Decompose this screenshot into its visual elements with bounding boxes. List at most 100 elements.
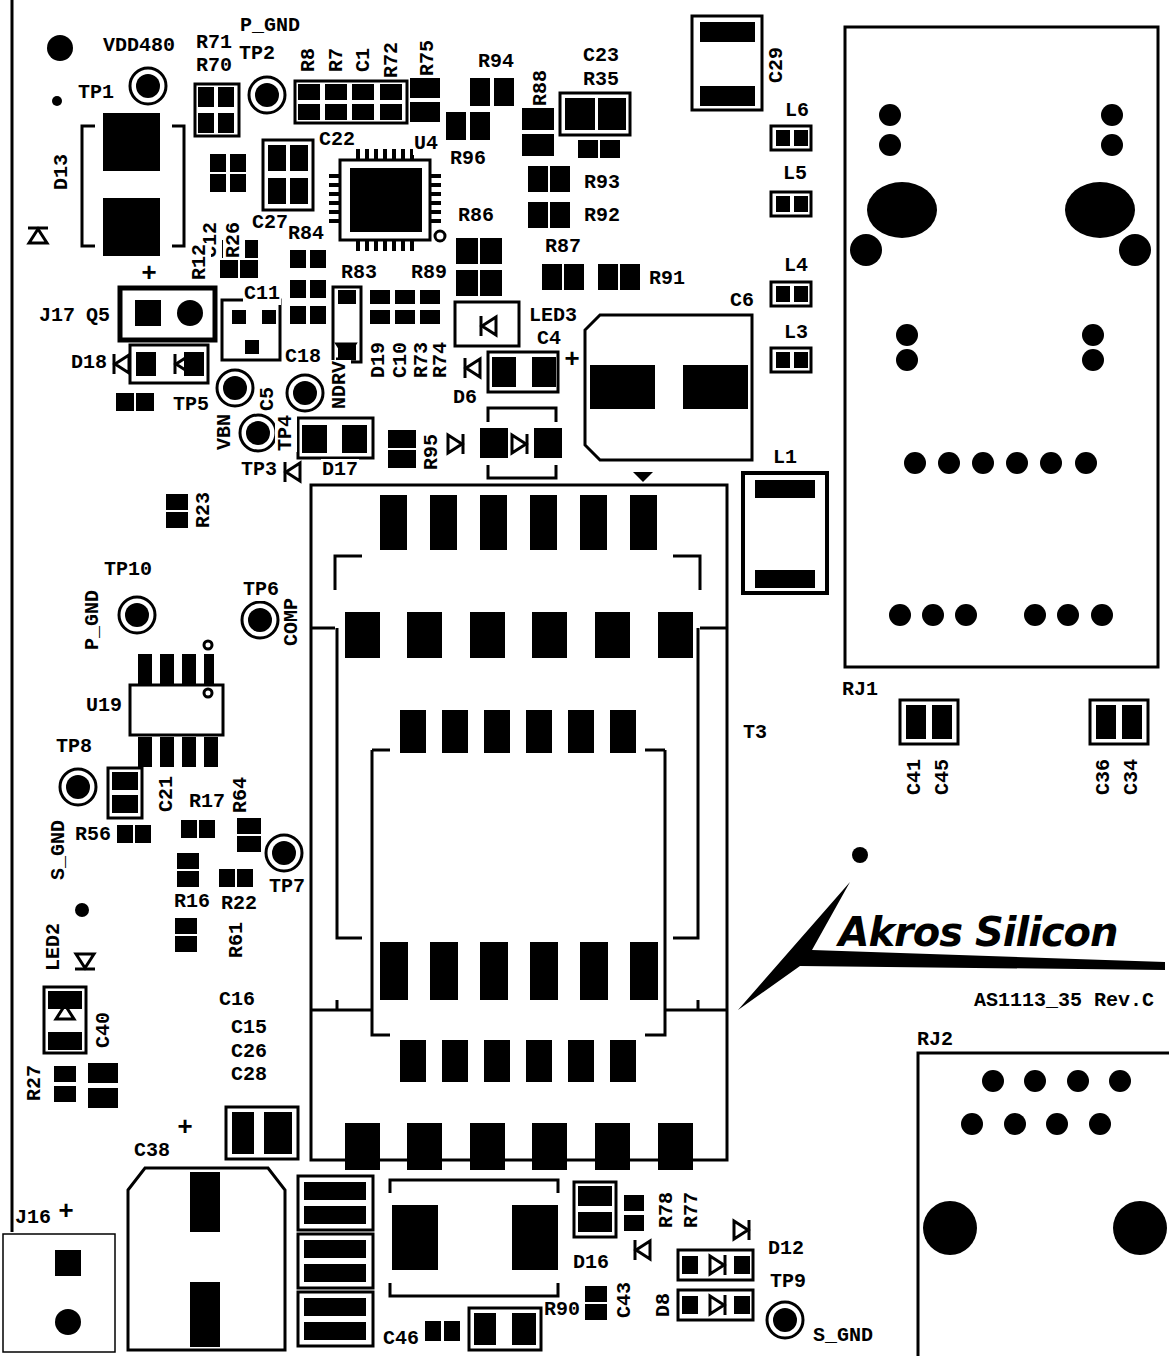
- silkscreen-label: C34: [1121, 758, 1143, 796]
- silkscreen-label: R84: [287, 223, 325, 245]
- silkscreen-label: C10: [390, 341, 412, 379]
- logo-text: Akros Silicon: [837, 910, 1118, 954]
- silkscreen-label: L6: [784, 100, 810, 122]
- silkscreen-label: L1: [772, 447, 798, 469]
- silkscreen-label: C22: [318, 129, 356, 151]
- silkscreen-label: TP7: [268, 876, 306, 898]
- silkscreen-label: R90: [543, 1299, 581, 1321]
- silkscreen-label: R77: [681, 1191, 703, 1229]
- silkscreen-label: TP9: [769, 1271, 807, 1293]
- silkscreen-label: R71: [195, 32, 233, 54]
- silkscreen-label: C6: [729, 290, 755, 312]
- silkscreen-label: TP3: [240, 459, 278, 481]
- silkscreen-label: C23: [582, 45, 620, 67]
- silkscreen-label: +: [140, 263, 158, 285]
- silkscreen-label: R35: [582, 69, 620, 91]
- silkscreen-label: C5: [257, 386, 279, 412]
- silkscreen-label: P_GND: [239, 15, 301, 37]
- silkscreen-label: C16: [218, 989, 256, 1011]
- silkscreen-label: J17: [38, 305, 76, 327]
- silkscreen-label: R26: [223, 221, 245, 259]
- silkscreen-label: D17: [321, 459, 359, 481]
- silkscreen-label: COMP: [281, 597, 303, 647]
- silkscreen-label: C11: [243, 283, 281, 305]
- silkscreen-label: VDD480: [102, 35, 176, 57]
- silkscreen-label: J16: [14, 1207, 52, 1229]
- silkscreen-label: C27: [251, 212, 289, 234]
- silkscreen-label: TP1: [77, 82, 115, 104]
- silkscreen-label: Q5: [85, 305, 111, 327]
- silkscreen-label: R74: [430, 341, 452, 379]
- silkscreen-label: U4: [413, 133, 439, 155]
- silkscreen-label: C40: [93, 1011, 115, 1049]
- silkscreen-label: T3: [742, 722, 768, 744]
- silkscreen-label: R56: [74, 824, 112, 846]
- silkscreen-label: C21: [156, 775, 178, 813]
- silkscreen-label: R83: [340, 262, 378, 284]
- silkscreen-label: R95: [421, 433, 443, 471]
- silkscreen-label: C28: [230, 1064, 268, 1086]
- silkscreen-label: R70: [195, 55, 233, 77]
- silkscreen-label: TP2: [238, 43, 276, 65]
- silkscreen-label: D18: [70, 352, 108, 374]
- silkscreen-label: R17: [188, 791, 226, 813]
- silkscreen-label: P_GND: [82, 589, 104, 651]
- silkscreen-label: R78: [656, 1191, 678, 1229]
- silkscreen-label: C4: [536, 328, 562, 350]
- silkscreen-label: R64: [230, 776, 252, 814]
- silkscreen-label: D19: [368, 341, 390, 379]
- silkscreen-label: R93: [583, 172, 621, 194]
- silkscreen-label: D12: [767, 1238, 805, 1260]
- silkscreen-label: D8: [653, 1292, 675, 1318]
- silkscreen-label: D6: [452, 387, 478, 409]
- silkscreen-label: C36: [1093, 758, 1115, 796]
- silkscreen-label: C1: [353, 47, 375, 73]
- silkscreen-label: RJ2: [916, 1029, 954, 1051]
- silkscreen-label: R89: [410, 262, 448, 284]
- silkscreen-label: AS1113_35 Rev.C: [973, 990, 1155, 1012]
- silkscreen-label: R86: [457, 205, 495, 227]
- silkscreen-label: +: [563, 349, 581, 371]
- silkscreen-label: L5: [782, 163, 808, 185]
- silkscreen-label: R22: [220, 893, 258, 915]
- silkscreen-label: C38: [133, 1140, 171, 1162]
- silkscreen-label: R8: [298, 47, 320, 73]
- silkscreen-label: TP4: [275, 414, 297, 452]
- silkscreen-label: +: [176, 1117, 194, 1139]
- silkscreen-label: NDRV: [329, 360, 351, 410]
- silkscreen-label: C45: [932, 758, 954, 796]
- silkscreen-label: R88: [530, 69, 552, 107]
- silkscreen-label: LED3: [528, 305, 578, 327]
- silkscreen-label: C43: [614, 1281, 636, 1319]
- silkscreen-label: R72: [381, 41, 403, 79]
- silkscreen-label: LED2: [43, 922, 65, 972]
- silkscreen-label: RJ1: [841, 679, 879, 701]
- silkscreen-label: R7: [326, 47, 348, 73]
- silkscreen-label: R61: [226, 921, 248, 959]
- silkscreen-label: S_GND: [812, 1325, 874, 1347]
- silkscreen-label: D16: [572, 1252, 610, 1274]
- silkscreen-label: R92: [583, 205, 621, 227]
- silkscreen-label: +: [57, 1201, 75, 1223]
- silkscreen-label: R96: [449, 148, 487, 170]
- silkscreen-label: C29: [766, 46, 788, 84]
- silkscreen-label: R16: [173, 891, 211, 913]
- silkscreen-label: L3: [783, 322, 809, 344]
- silkscreen-label: TP5: [172, 394, 210, 416]
- silkscreen-label: R12: [189, 243, 211, 281]
- silkscreen-label: D13: [51, 153, 73, 191]
- silkscreen-label: C15: [230, 1017, 268, 1039]
- silkscreen-label: C41: [904, 758, 926, 796]
- silkscreen-label: R27: [24, 1064, 46, 1102]
- silkscreen-label: TP8: [55, 736, 93, 758]
- silkscreen-label: C26: [230, 1041, 268, 1063]
- silkscreen-label: R91: [648, 268, 686, 290]
- silkscreen-label: U19: [85, 695, 123, 717]
- silkscreen-label: S_GND: [48, 819, 70, 881]
- silkscreen-label: R87: [544, 236, 582, 258]
- silkscreen-label: R75: [417, 39, 439, 77]
- silkscreen-label: L4: [783, 255, 809, 277]
- silkscreen-label: VBN: [214, 413, 236, 451]
